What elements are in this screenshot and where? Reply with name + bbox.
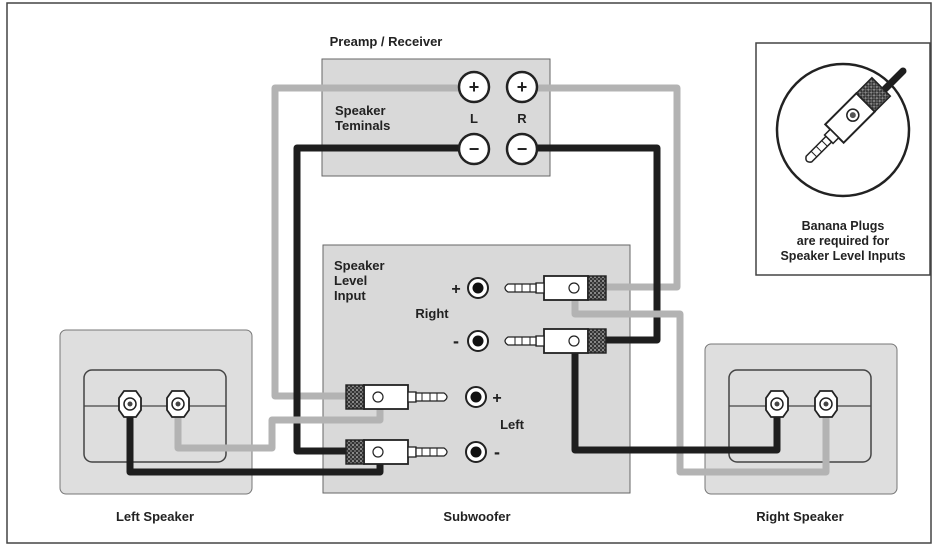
svg-text:−: − <box>517 139 528 159</box>
right-speaker <box>704 343 898 495</box>
svg-text:−: − <box>469 139 480 159</box>
subwoofer-label: Subwoofer <box>443 509 510 524</box>
left-speaker-label: Left Speaker <box>116 509 194 524</box>
preamp-right-label: R <box>517 111 527 126</box>
sub-left-plus-mark: + <box>492 390 501 407</box>
banana-plug-callout <box>755 42 931 276</box>
preamp-terminal-l-plus: + <box>457 70 491 104</box>
banana-plug-right-plus <box>504 275 607 301</box>
preamp-terminals-label-2: Teminals <box>335 118 390 133</box>
sub-jack-right-plus <box>467 277 489 299</box>
preamp-left-label: L <box>470 111 478 126</box>
sub-right-plus-mark: + <box>451 281 460 298</box>
callout-line-2: are required for <box>797 234 890 248</box>
right-speaker-plus-post <box>814 390 838 418</box>
preamp-terminals-label-1: Speaker <box>335 103 386 118</box>
sub-jack-right-minus <box>467 330 489 352</box>
wires <box>126 84 830 476</box>
preamp-title: Preamp / Receiver <box>330 34 443 49</box>
sub-jack-left-minus <box>465 441 487 463</box>
svg-text:+: + <box>469 77 480 97</box>
left-speaker <box>59 329 253 495</box>
right-speaker-minus-post <box>765 390 789 418</box>
sub-right-minus-mark: - <box>453 331 459 351</box>
preamp-terminal-r-minus: − <box>505 132 539 166</box>
right-speaker-label: Right Speaker <box>756 509 843 524</box>
banana-plug-left-plus <box>345 384 448 410</box>
sub-input-label-3: Input <box>334 288 366 303</box>
preamp-terminal-r-plus: + <box>505 70 539 104</box>
left-speaker-minus-post <box>118 390 142 418</box>
banana-plug-left-minus <box>345 439 448 465</box>
banana-plug-right-minus <box>504 328 607 354</box>
sub-input-label-2: Level <box>334 273 367 288</box>
sub-right-label: Right <box>415 306 449 321</box>
sub-jack-left-plus <box>465 386 487 408</box>
svg-text:+: + <box>517 77 528 97</box>
banana-plug-icon <box>805 76 892 163</box>
preamp-terminal-l-minus: − <box>457 132 491 166</box>
banana-plugs <box>345 275 607 465</box>
callout-line-3: Speaker Level Inputs <box>780 249 905 263</box>
speaker-binding-posts <box>118 390 838 418</box>
sub-left-minus-mark: - <box>494 442 500 462</box>
callout-line-1: Banana Plugs <box>802 219 885 233</box>
sub-left-label: Left <box>500 417 525 432</box>
left-speaker-plus-post <box>166 390 190 418</box>
sub-input-label-1: Speaker <box>334 258 385 273</box>
